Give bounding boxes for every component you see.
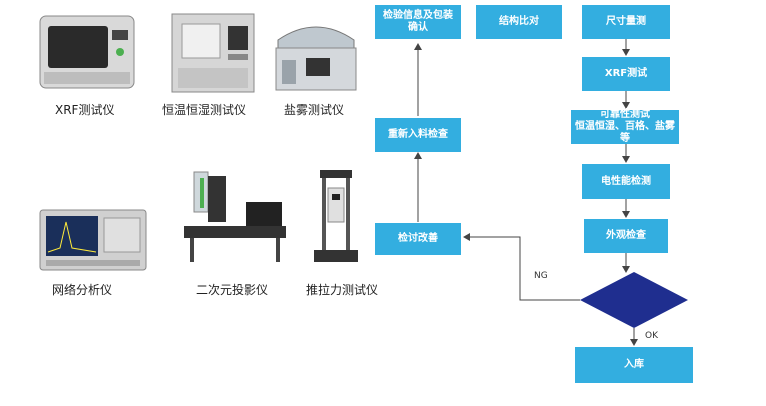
review-improve-box: 检讨改善 — [375, 223, 461, 255]
instrument-label: 二次元投影仪 — [196, 283, 269, 297]
instrument-label: 恒温恒湿测试仪 — [162, 103, 247, 117]
instrument-label: 推拉力测试仪 — [306, 283, 379, 297]
structure-compare-label: 结构比对 — [499, 16, 539, 27]
reinspect-box: 重新入料检查 — [375, 118, 461, 152]
check-info-label-line1: 检验信息及包装 — [383, 10, 453, 21]
review-improve-label: 检讨改善 — [398, 233, 438, 244]
storage-box: 入库 — [575, 347, 693, 383]
reliability-label-line2: 恒温恒湿、百格、盐雾等 — [575, 121, 675, 144]
instrument-label: 网络分析仪 — [52, 283, 113, 297]
check-info-label-line2: 确认 — [408, 22, 428, 33]
instrument-label: XRF测试仪 — [55, 103, 115, 117]
storage-label: 入库 — [624, 359, 644, 370]
size-measure-label: 尺寸量测 — [606, 16, 646, 27]
ok-label: OK — [645, 331, 658, 341]
push-pull-tester-image — [306, 168, 366, 264]
reliability-test-box: 可靠性测试 恒温恒湿、百格、盐雾等 — [571, 109, 679, 144]
electrical-check-box: 电性能检测 — [582, 164, 670, 199]
ng-label: NG — [534, 271, 548, 281]
instrument-label: 盐雾测试仪 — [284, 103, 345, 117]
xrf-test-box: XRF测试 — [582, 57, 670, 91]
reliability-label-line1: 可靠性测试 — [600, 109, 650, 120]
check-info-box: 检验信息及包装 确认 — [375, 5, 461, 39]
decision-diamond — [580, 272, 688, 328]
humidity-chamber-image — [170, 12, 256, 94]
xrf-tester-image — [38, 12, 136, 90]
structure-compare-box: 结构比对 — [476, 5, 562, 39]
appearance-check-label: 外观检查 — [606, 230, 646, 241]
size-measure-box: 尺寸量测 — [582, 5, 670, 39]
projector-2d-image — [180, 168, 290, 264]
electrical-check-label: 电性能检测 — [601, 175, 651, 187]
reinspect-label: 重新入料检查 — [388, 129, 448, 140]
salt-spray-tester-image — [272, 14, 360, 94]
appearance-check-box: 外观检查 — [584, 219, 668, 253]
network-analyzer-image — [38, 208, 148, 272]
xrf-test-label: XRF测试 — [604, 68, 648, 79]
